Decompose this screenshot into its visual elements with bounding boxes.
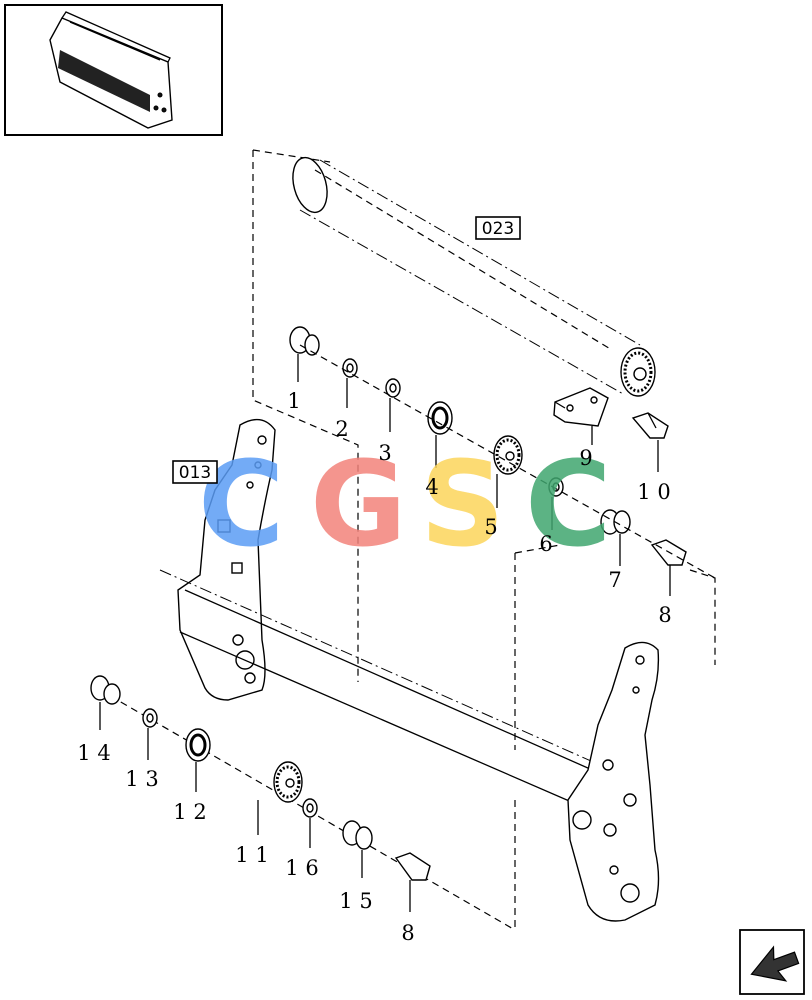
right-side-plate bbox=[567, 641, 660, 922]
label-part-2: 2 bbox=[335, 417, 348, 441]
leader-lines bbox=[99, 354, 671, 912]
ref-box-013[interactable]: 013 bbox=[172, 460, 218, 484]
label-part-1: 1 bbox=[287, 389, 300, 413]
label-part-3: 3 bbox=[378, 441, 391, 465]
label-part-13: 1 3 bbox=[125, 767, 158, 791]
ref-023-label: 023 bbox=[482, 219, 514, 239]
label-part-8-lower: 8 bbox=[401, 921, 414, 945]
roller-shaft bbox=[292, 156, 641, 396]
label-part-4: 4 bbox=[425, 475, 438, 499]
cross-members bbox=[159, 569, 616, 811]
previous-page-arrow-icon[interactable] bbox=[739, 929, 805, 995]
ref-box-023[interactable]: 023 bbox=[475, 216, 521, 240]
lower-parts-row bbox=[90, 675, 516, 931]
assembly-thumbnail bbox=[4, 4, 223, 136]
watermark-letter-s: S bbox=[420, 435, 505, 573]
label-part-15: 1 5 bbox=[339, 889, 372, 913]
bracket-plate bbox=[553, 387, 609, 427]
shaft-gear bbox=[620, 347, 656, 397]
label-part-7: 7 bbox=[608, 568, 621, 592]
label-part-5: 5 bbox=[484, 515, 497, 539]
label-part-6: 6 bbox=[539, 532, 552, 556]
label-part-14: 1 4 bbox=[77, 741, 110, 765]
bolt-10 bbox=[631, 412, 669, 439]
watermark-letter-c1: C bbox=[198, 435, 285, 573]
left-side-plate bbox=[177, 418, 276, 701]
watermark-letter-c2: C bbox=[525, 435, 612, 573]
label-part-8-upper: 8 bbox=[658, 603, 671, 627]
part-labels: 1 2 3 4 5 6 9 1 0 7 8 1 4 1 3 1 2 1 1 1 … bbox=[77, 389, 671, 945]
label-part-9: 9 bbox=[579, 446, 592, 470]
label-part-11: 1 1 bbox=[235, 843, 268, 867]
label-part-16: 1 6 bbox=[285, 856, 318, 880]
upper-parts-row bbox=[289, 326, 716, 579]
cgsc-watermark: C G S C bbox=[198, 435, 612, 573]
watermark-letter-g: G bbox=[310, 435, 407, 573]
dashed-group-outlines bbox=[252, 149, 716, 930]
label-part-10: 1 0 bbox=[637, 480, 670, 504]
ref-013-label: 013 bbox=[179, 463, 211, 483]
label-part-12: 1 2 bbox=[173, 800, 206, 824]
